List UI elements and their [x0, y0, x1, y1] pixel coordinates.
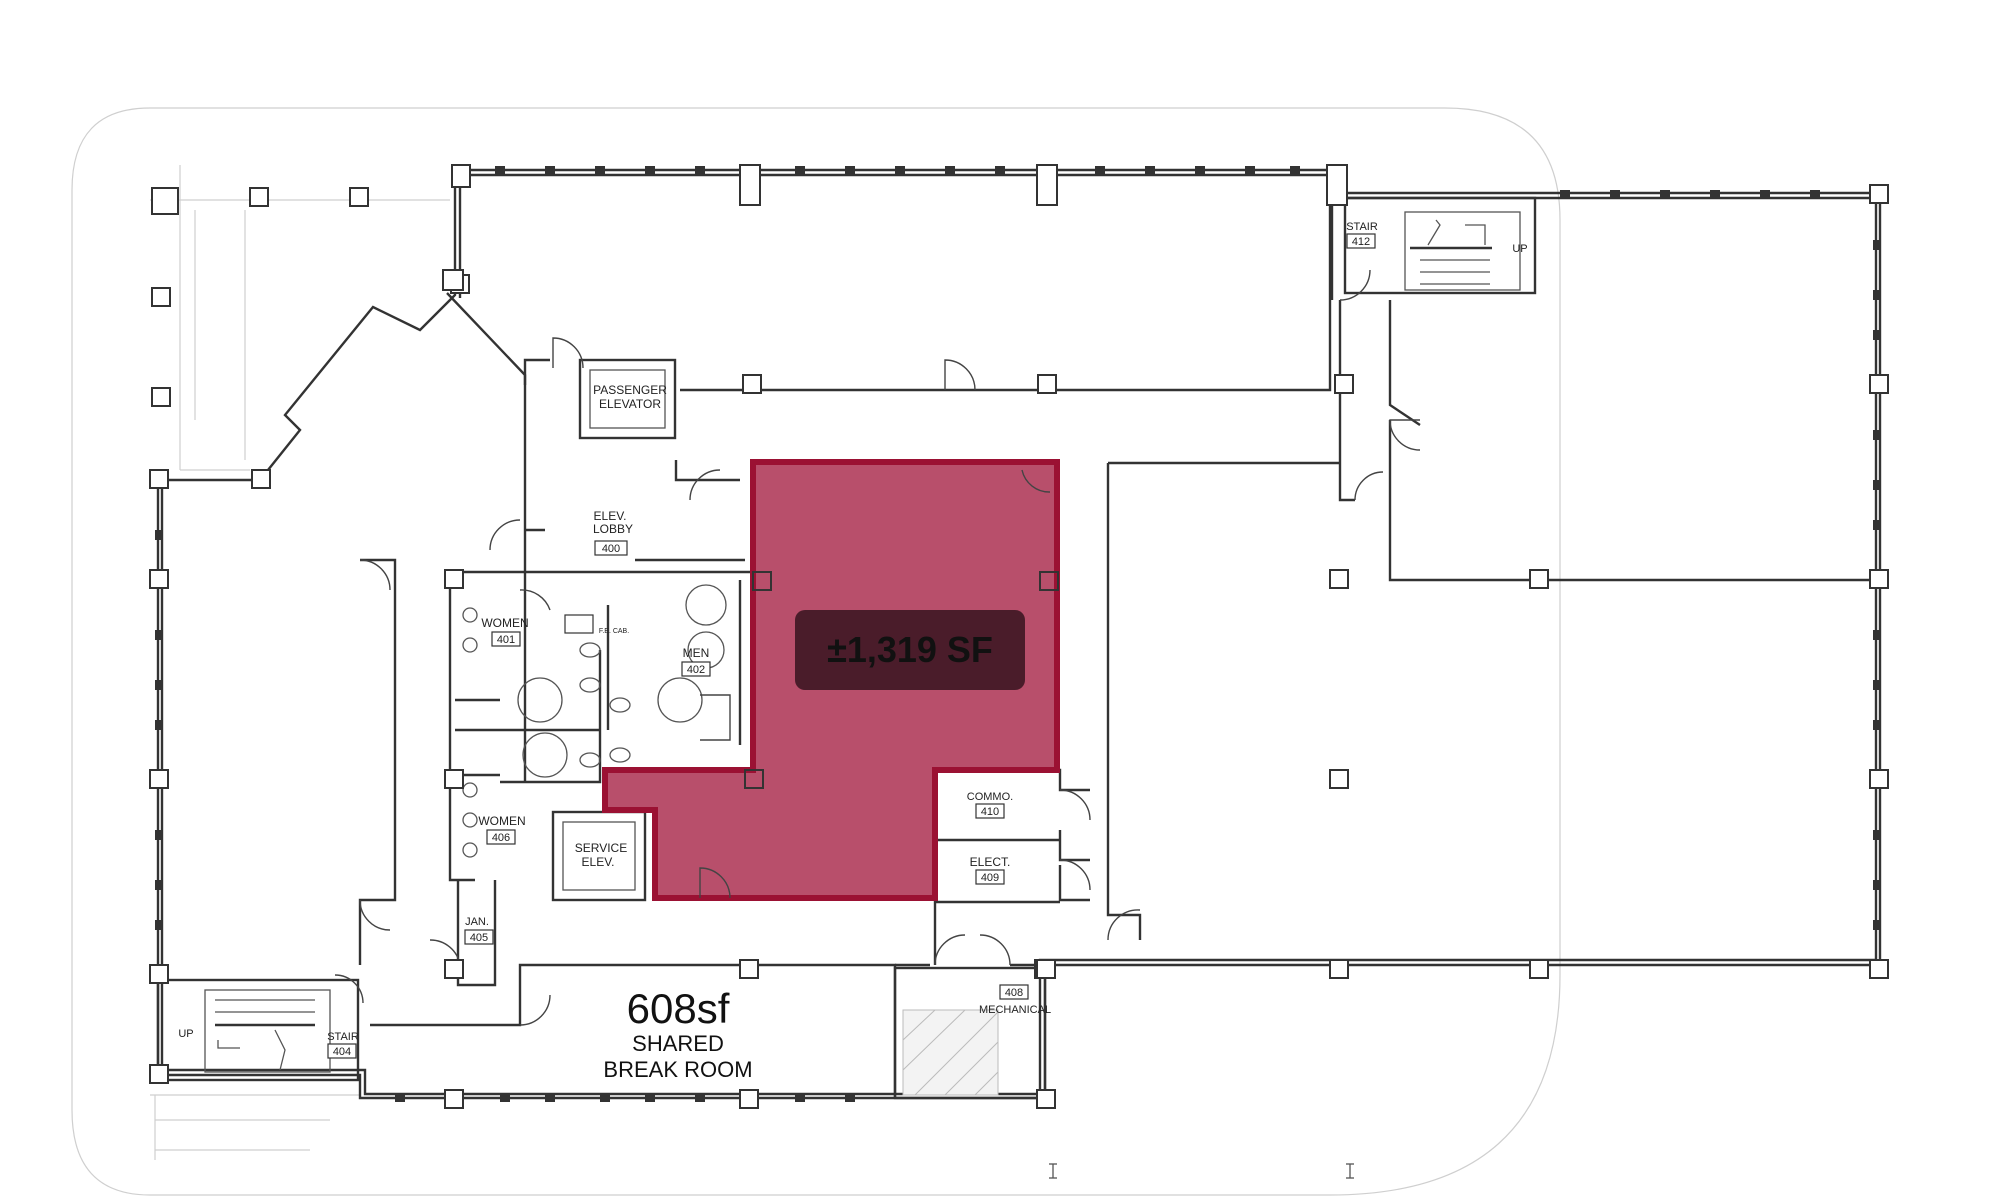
service-elev-label-1: SERVICE	[575, 841, 627, 855]
survey-markers	[1049, 1163, 1354, 1179]
service-elev-label-2: ELEV.	[582, 855, 615, 869]
stair-412-number: 412	[1352, 236, 1370, 248]
interior-walls	[358, 175, 1880, 1100]
room-labels: PASSENGER ELEVATOR ELEV. LOBBY 400 WOMEN…	[178, 221, 1528, 1059]
exterior-walls	[151, 168, 1882, 1100]
mechanical-408-label: MECHANICAL	[979, 1004, 1051, 1016]
columns	[149, 164, 1889, 1109]
site-outline	[71, 107, 1561, 1196]
stair-412-label: STAIR	[1346, 221, 1378, 233]
jan-405-label: JAN.	[465, 916, 489, 928]
mechanical-hatch	[902, 1009, 999, 1096]
stair-404-label: STAIR	[327, 1031, 359, 1043]
terrace-lines	[150, 165, 450, 1160]
stair-412-up: UP	[1512, 243, 1527, 255]
women-406-number: 406	[492, 832, 510, 844]
suite-inner-details	[699, 469, 1059, 899]
break-room-area: 608sf	[627, 985, 730, 1032]
stair-404-graphic	[156, 978, 360, 1082]
stair-404-up: UP	[178, 1028, 193, 1040]
men-402-label: MEN	[683, 646, 710, 660]
women-401-label: WOMEN	[481, 616, 528, 630]
women-406-label: WOMEN	[478, 814, 525, 828]
restroom-fixtures	[462, 584, 727, 858]
elev-lobby-number: 400	[602, 543, 620, 555]
elect-409-number: 409	[981, 872, 999, 884]
break-room-line2: BREAK ROOM	[603, 1057, 752, 1082]
window-markers	[155, 166, 1881, 1102]
break-room-line1: SHARED	[632, 1031, 724, 1056]
passenger-elevator-label-2: ELEVATOR	[599, 397, 661, 411]
elev-lobby-label-1: ELEV.	[594, 509, 627, 523]
elev-lobby-label-2: LOBBY	[593, 522, 633, 536]
jan-405-number: 405	[470, 932, 488, 944]
mechanical-408-number: 408	[1005, 987, 1023, 999]
men-402-number: 402	[687, 664, 705, 676]
elect-409-label: ELECT.	[970, 855, 1011, 869]
passenger-elevator-label-1: PASSENGER	[593, 383, 667, 397]
break-room-labels: 608sf SHARED BREAK ROOM	[603, 985, 752, 1082]
women-401-number: 401	[497, 634, 515, 646]
area-badge-label: ±1,319 SF	[827, 629, 993, 670]
fe-cab-label: F.E. CAB.	[599, 628, 629, 635]
area-badge: ±1,319 SF	[795, 610, 1025, 690]
stair-412-graphic	[1343, 196, 1537, 295]
commo-410-label: COMMO.	[967, 791, 1013, 803]
commo-410-number: 410	[981, 806, 999, 818]
stair-404-number: 404	[333, 1046, 351, 1058]
